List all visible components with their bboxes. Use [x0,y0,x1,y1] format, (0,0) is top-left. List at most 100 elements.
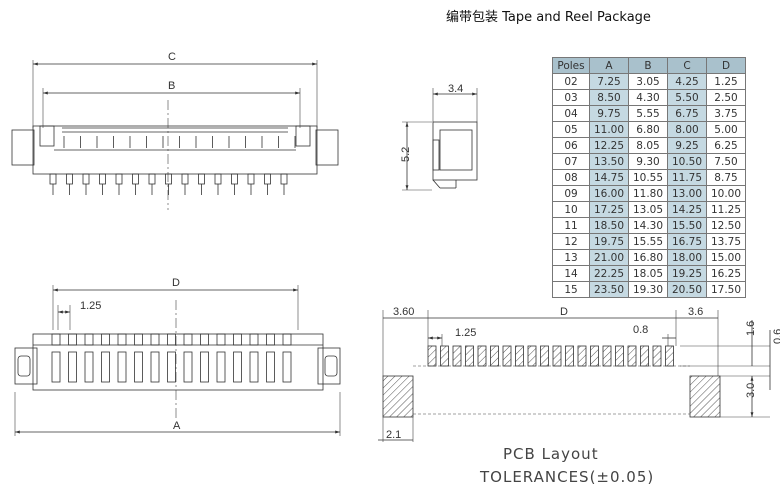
dim-pcb-pad-width: 0.8 [633,324,648,336]
table-cell: 3.75 [706,105,746,122]
column-header-poles: Poles [552,57,590,74]
table-cell: 12.50 [706,217,746,234]
dim-b-label: B [168,80,175,92]
pcb-pad [490,345,499,367]
dim-side-height: 5.2 [400,147,412,162]
connector-pin [181,173,189,185]
connector-pin [264,173,271,185]
pin-top [51,333,61,346]
pin-slot [233,351,242,383]
dim-pcb-left: 3.60 [393,306,414,318]
dim-pcb-h3: 3.0 [745,383,757,398]
pin-slot [117,351,127,383]
table-cell: 8.75 [706,169,746,186]
pcb-pad [640,345,649,367]
pcb-pad [427,345,437,367]
connector-pin [280,173,288,185]
table-cell: 21.00 [589,249,629,266]
table-cell: 10.55 [628,169,668,186]
table-cell: 16.80 [628,249,668,266]
dim-pcb-d: D [560,306,568,318]
dim-pitch-bottom: 1.25 [80,300,101,312]
connector-pin [99,173,106,185]
table-cell: 12 [552,233,590,250]
dim-pcb-right: 3.6 [688,306,703,318]
pin-top [84,333,94,346]
table-cell: 5.50 [667,89,707,106]
pcb-pad [515,345,524,367]
table-cell: 09 [552,185,590,202]
pcb-pad [540,345,549,367]
connector-pin [231,173,238,185]
table-cell: 22.25 [589,265,629,282]
pcb-pad [665,345,674,367]
table-cell: 10.00 [706,185,746,202]
table-cell: 11.00 [589,121,629,138]
table-cell: 06 [552,137,590,154]
connector-pin [49,173,57,185]
pcb-pad [652,345,662,367]
pin-slot [183,351,193,383]
pin-slot [282,351,292,383]
connector-pin [82,173,90,185]
table-cell: 14.30 [628,217,668,234]
table-cell: 5.55 [628,105,668,122]
table-cell: 11.75 [667,169,707,186]
table-cell: 17.50 [706,281,746,298]
pin-top [183,333,193,346]
pcb-pad [452,345,462,367]
table-cell: 6.75 [667,105,707,122]
pcb-pad [627,345,637,367]
table-cell: 07 [552,153,590,170]
pcb-pad [477,345,487,367]
connector-pin [198,173,205,185]
pcb-pad [527,345,537,367]
table-cell: 14 [552,265,590,282]
table-cell: 20.50 [667,281,707,298]
pin-slot [200,351,209,383]
table-cell: 8.05 [628,137,668,154]
pin-top [216,333,226,346]
tolerances-label: TOLERANCES(±0.05) [480,468,655,486]
table-cell: 10.50 [667,153,707,170]
table-cell: 12.25 [589,137,629,154]
dim-pcb-pitch: 1.25 [455,327,476,339]
pin-top [167,333,176,346]
pin-top [249,333,259,346]
pcb-pad [577,345,587,367]
table-cell: 13.75 [706,233,746,250]
pin-top [200,333,209,346]
table-cell: 6.80 [628,121,668,138]
table-cell: 9.25 [667,137,707,154]
table-cell: 9.75 [589,105,629,122]
side-view: 3.4 5.2 [400,83,478,191]
table-cell: 8.50 [589,89,629,106]
pcb-layout-view: 3.60 D 3.6 1.25 0.8 1.6 0.6 3.0 2.1 [378,306,780,442]
table-cell: 15 [552,281,590,298]
bottom-view: D 1.25 A [14,277,341,436]
table-cell: 04 [552,105,590,122]
pin-slot [68,351,77,383]
pin-slot [167,351,176,383]
pin-slot [150,351,160,383]
pin-slot [216,351,226,383]
table-cell: 16.00 [589,185,629,202]
table-cell: 1.25 [706,73,746,90]
pin-top [101,333,110,346]
table-cell: 19.30 [628,281,668,298]
table-cell: 13 [552,249,590,266]
table-cell: 7.50 [706,153,746,170]
table-cell: 15.55 [628,233,668,250]
pin-slot [84,351,94,383]
table-cell: 11.80 [628,185,668,202]
table-cell: 3.05 [628,73,668,90]
pin-top [68,333,77,346]
